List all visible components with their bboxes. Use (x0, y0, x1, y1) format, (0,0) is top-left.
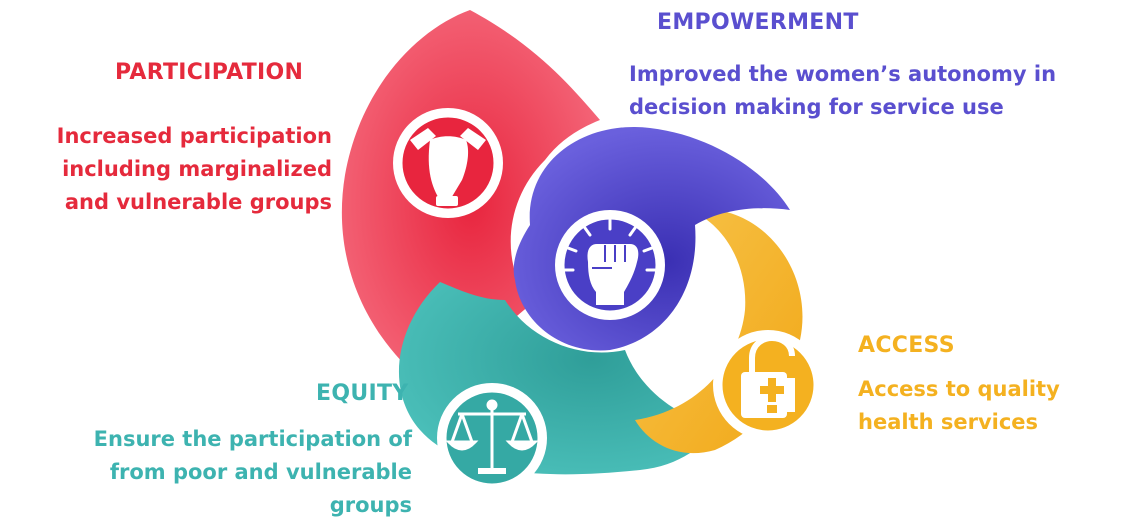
equity-icon-badge (437, 383, 547, 493)
equity-desc-line: groups (329, 493, 412, 517)
equity-description: Ensure the participation of from poor an… (20, 423, 412, 522)
empowerment-title: EMPOWERMENT (657, 10, 859, 35)
participation-desc-line: Increased participation (56, 124, 332, 148)
participation-description: Increased participation including margin… (20, 120, 332, 219)
medical-padlock-icon (741, 334, 795, 418)
access-icon-badge (713, 330, 823, 440)
raised-fist-icon (563, 218, 657, 305)
access-desc-line: Access to quality (858, 377, 1060, 401)
participation-title: PARTICIPATION (115, 60, 304, 85)
equity-desc-line: from poor and vulnerable (109, 460, 412, 484)
participation-icon-badge (393, 108, 503, 218)
equity-title: EQUITY (316, 381, 409, 406)
empowerment-description: Improved the women’s autonomy in decisio… (629, 58, 1099, 124)
equity-desc-line: Ensure the participation of (93, 427, 412, 451)
participation-desc-line: including marginalized (62, 157, 332, 181)
joined-hands-icon (410, 128, 486, 206)
access-description: Access to quality health services (858, 373, 1108, 439)
participation-desc-line: and vulnerable groups (64, 190, 332, 214)
empowerment-icon-badge (555, 210, 665, 320)
empowerment-desc-line: Improved the women’s autonomy in (629, 62, 1057, 86)
access-title: ACCESS (858, 333, 955, 358)
empowerment-desc-line: decision making for service use (629, 95, 1004, 119)
balance-scale-icon (445, 399, 539, 474)
access-desc-line: health services (858, 410, 1039, 434)
